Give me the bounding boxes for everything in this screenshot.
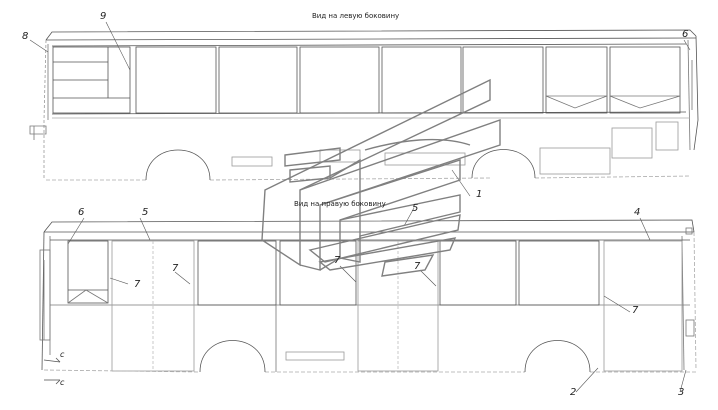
left-side-view-title: Вид на левую боковину <box>312 12 400 20</box>
callout-5-bottom: 5 <box>142 207 149 218</box>
callout-7-middle: 7 <box>334 255 341 266</box>
callout-6-bottom: 6 <box>78 207 85 218</box>
callout-3: 3 <box>678 387 685 398</box>
stylized-chevron-logo-icon <box>261 78 501 277</box>
callout-2: 2 <box>570 387 577 398</box>
callout-9: 9 <box>100 11 107 22</box>
callout-7-door1: 7 <box>134 279 141 290</box>
right-side-view-title: Вид на правую боковину <box>294 200 386 208</box>
callout-1: 1 <box>476 189 483 200</box>
section-marker-c-bottom: c <box>60 378 65 387</box>
left-side-view <box>29 29 699 181</box>
callout-6-top: 6 <box>682 29 689 40</box>
callout-8: 8 <box>22 31 29 42</box>
bottom-leader-lines <box>67 207 687 393</box>
callout-7-door3: 7 <box>632 305 639 316</box>
top-leader-lines <box>29 21 691 197</box>
section-marker-c-top: c <box>60 350 65 359</box>
callout-4: 4 <box>634 207 641 218</box>
callout-7-door2: 7 <box>414 261 421 272</box>
right-side-view <box>39 219 697 385</box>
callout-5-logo: 5 <box>412 203 419 214</box>
callout-7-window1: 7 <box>172 263 179 274</box>
